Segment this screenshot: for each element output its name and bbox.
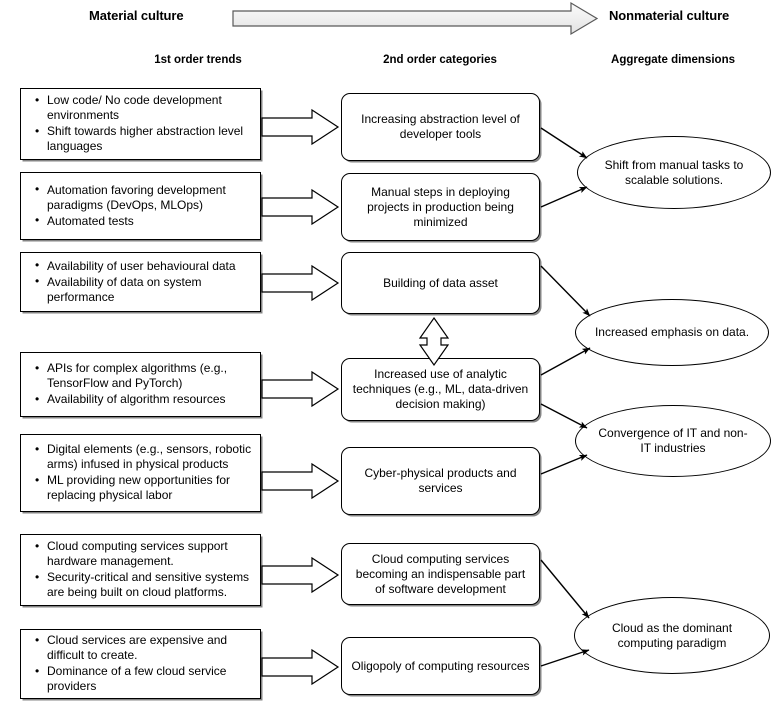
- category-box-manual-steps: Manual steps in deploying projects in pr…: [341, 173, 540, 241]
- list-item: Low code/ No code development environmen…: [35, 93, 252, 123]
- list-item: Availability of data on system performan…: [35, 274, 252, 305]
- dimension-ellipse-convergence: Convergence of IT and non-IT industries: [575, 405, 771, 477]
- trend-box-low-code: Low code/ No code development environmen…: [20, 88, 261, 160]
- block-arrow-data-availability-to-data-asset: [261, 264, 340, 302]
- list-item: Automated tests: [35, 213, 252, 229]
- category-label: Increasing abstraction level of develope…: [361, 112, 520, 141]
- dimension-label: Shift from manual tasks to scalable solu…: [604, 157, 744, 187]
- dimension-label: Convergence of IT and non-IT industries: [598, 426, 748, 455]
- list-item: Availability of algorithm resources: [35, 392, 252, 407]
- block-arrow-apis-to-analytic-techniques: [261, 370, 340, 408]
- block-arrow-digital-elements-to-cyber-physical: [261, 462, 340, 500]
- connector-analytic-to-convergence: [540, 403, 588, 429]
- trend-box-apis-algorithms: APIs for complex algorithms (e.g., Tenso…: [20, 352, 261, 417]
- trend-box-data-availability: Availability of user behavioural data Av…: [20, 252, 261, 312]
- category-label: Cyber-physical products and services: [364, 466, 517, 495]
- trend-bullet-list: Cloud services are expensive and difficu…: [21, 633, 260, 695]
- list-item: APIs for complex algorithms (e.g., Tenso…: [35, 361, 252, 391]
- connector-manual-steps-to-shift-manual: [540, 186, 588, 208]
- block-arrow-automation-to-manual-steps: [261, 188, 340, 226]
- connector-cloud-indispensable-to-cloud-dominant: [540, 559, 590, 619]
- list-item: Security-critical and sensitive systems …: [35, 570, 252, 600]
- category-label: Building of data asset: [383, 275, 498, 290]
- list-item: Shift towards higher abstraction level l…: [35, 124, 252, 154]
- list-item: Digital elements (e.g., sensors, robotic…: [35, 442, 252, 472]
- category-box-cyber-physical: Cyber-physical products and services: [341, 447, 540, 515]
- category-label: Manual steps in deploying projects in pr…: [367, 184, 514, 229]
- dimension-label: Increased emphasis on data.: [594, 325, 750, 339]
- list-item: Automation favoring development paradigm…: [35, 182, 252, 213]
- dimension-ellipse-cloud-dominant: Cloud as the dominant computing paradigm: [574, 597, 770, 674]
- column-header-aggregate-dimensions: Aggregate dimensions: [611, 54, 735, 66]
- category-box-data-asset: Building of data asset: [341, 252, 540, 314]
- trend-bullet-list: Automation favoring development paradigm…: [21, 182, 260, 230]
- connector-oligopoly-to-cloud-dominant: [540, 649, 590, 667]
- dimension-connector-group: [540, 127, 591, 667]
- right-arrow-icon: [232, 1, 599, 36]
- trend-box-cloud-expensive: Cloud services are expensive and difficu…: [20, 629, 261, 699]
- category-label: Increased use of analytic techniques (e.…: [352, 367, 529, 411]
- dimension-ellipse-shift-manual: Shift from manual tasks to scalable solu…: [577, 136, 771, 209]
- block-arrow-cloud-expensive-to-oligopoly: [261, 648, 340, 686]
- header-label-material-culture: Material culture: [89, 8, 184, 23]
- block-arrow-low-code-to-abstraction: [261, 108, 340, 146]
- trend-bullet-list: Cloud computing services support hardwar…: [21, 539, 260, 601]
- trend-box-cloud-support: Cloud computing services support hardwar…: [20, 534, 261, 606]
- list-item: ML providing new opportunities for repla…: [35, 473, 252, 503]
- list-item: Cloud computing services support hardwar…: [35, 539, 252, 569]
- connector-cyber-physical-to-convergence: [540, 454, 588, 475]
- category-box-cloud-indispensable: Cloud computing services becoming an ind…: [341, 543, 540, 605]
- list-item: Availability of user behavioural data: [35, 258, 252, 274]
- category-box-analytic-techniques: Increased use of analytic techniques (e.…: [341, 358, 540, 421]
- category-label: Cloud computing services becoming an ind…: [355, 551, 526, 596]
- column-header-first-order-trends: 1st order trends: [154, 54, 242, 66]
- trend-box-digital-elements: Digital elements (e.g., sensors, robotic…: [20, 434, 261, 512]
- category-label: Oligopoly of computing resources: [351, 658, 530, 673]
- dimension-label: Cloud as the dominant computing paradigm: [611, 620, 733, 650]
- connector-abstraction-to-shift-manual: [540, 127, 588, 159]
- header-label-nonmaterial-culture: Nonmaterial culture: [609, 8, 730, 23]
- category-box-oligopoly: Oligopoly of computing resources: [341, 637, 540, 695]
- trend-bullet-list: Availability of user behavioural data Av…: [21, 258, 260, 306]
- trend-bullet-list: APIs for complex algorithms (e.g., Tenso…: [21, 361, 260, 408]
- connector-data-asset-to-emphasis-data: [540, 265, 591, 317]
- dimension-ellipse-emphasis-data: Increased emphasis on data.: [575, 299, 769, 366]
- block-arrow-group: [261, 108, 340, 686]
- block-arrow-cloud-support-to-cloud-indispensable: [261, 556, 340, 594]
- connector-analytic-to-emphasis-data: [540, 347, 591, 376]
- list-item: Cloud services are expensive and difficu…: [35, 633, 252, 663]
- column-header-second-order-categories: 2nd order categories: [383, 54, 497, 66]
- trend-bullet-list: Digital elements (e.g., sensors, robotic…: [21, 442, 260, 504]
- trend-bullet-list: Low code/ No code development environmen…: [21, 93, 260, 155]
- list-item: Dominance of a few cloud service provide…: [35, 664, 252, 694]
- trend-box-automation: Automation favoring development paradigm…: [20, 172, 261, 240]
- category-box-abstraction: Increasing abstraction level of develope…: [341, 93, 540, 161]
